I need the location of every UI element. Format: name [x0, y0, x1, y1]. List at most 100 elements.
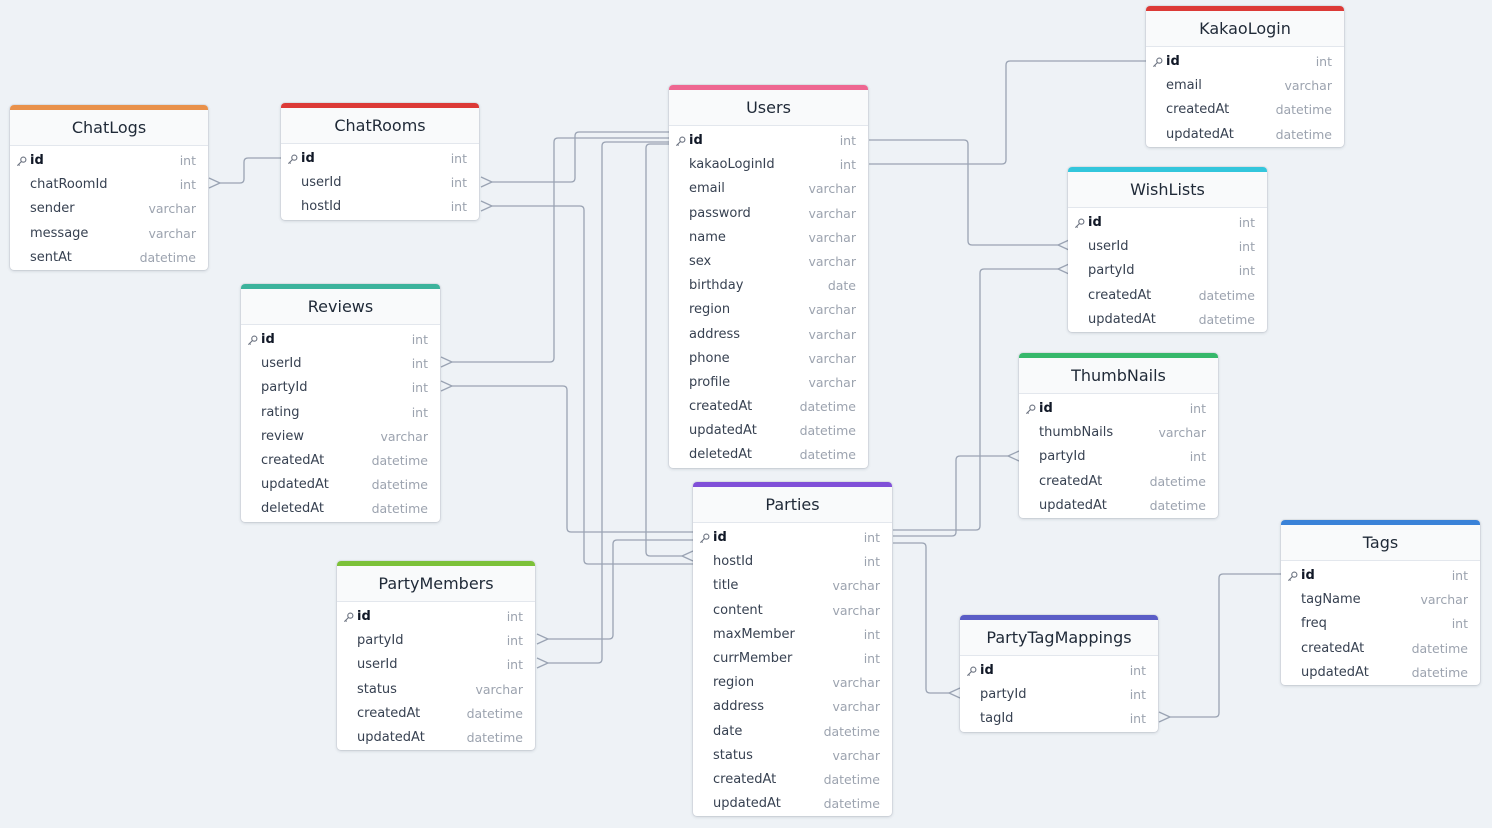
table-title[interactable]: Parties: [693, 487, 892, 523]
field-name: userId: [301, 175, 342, 191]
table-title[interactable]: ThumbNails: [1019, 358, 1218, 394]
table-title[interactable]: ChatLogs: [10, 110, 208, 146]
field-name: userId: [1088, 239, 1129, 255]
key-icon: [1074, 211, 1085, 235]
field-type: int: [863, 626, 880, 642]
crowfoot-partymembers-partyid: [536, 633, 550, 645]
table-title[interactable]: WishLists: [1068, 172, 1267, 208]
table-title[interactable]: ChatRooms: [281, 108, 479, 144]
crowfoot-reviews-partyid: [440, 380, 454, 392]
table-title[interactable]: Reviews: [241, 289, 440, 325]
field-row-id[interactable]: id int: [669, 129, 868, 153]
table-title[interactable]: PartyMembers: [337, 566, 535, 602]
table-title[interactable]: PartyTagMappings: [960, 620, 1158, 656]
table-title[interactable]: Tags: [1281, 525, 1480, 561]
table-title[interactable]: Users: [669, 90, 868, 126]
table-title[interactable]: KakaoLogin: [1146, 11, 1344, 47]
field-type: int: [839, 133, 856, 148]
field-name: id: [689, 133, 703, 148]
